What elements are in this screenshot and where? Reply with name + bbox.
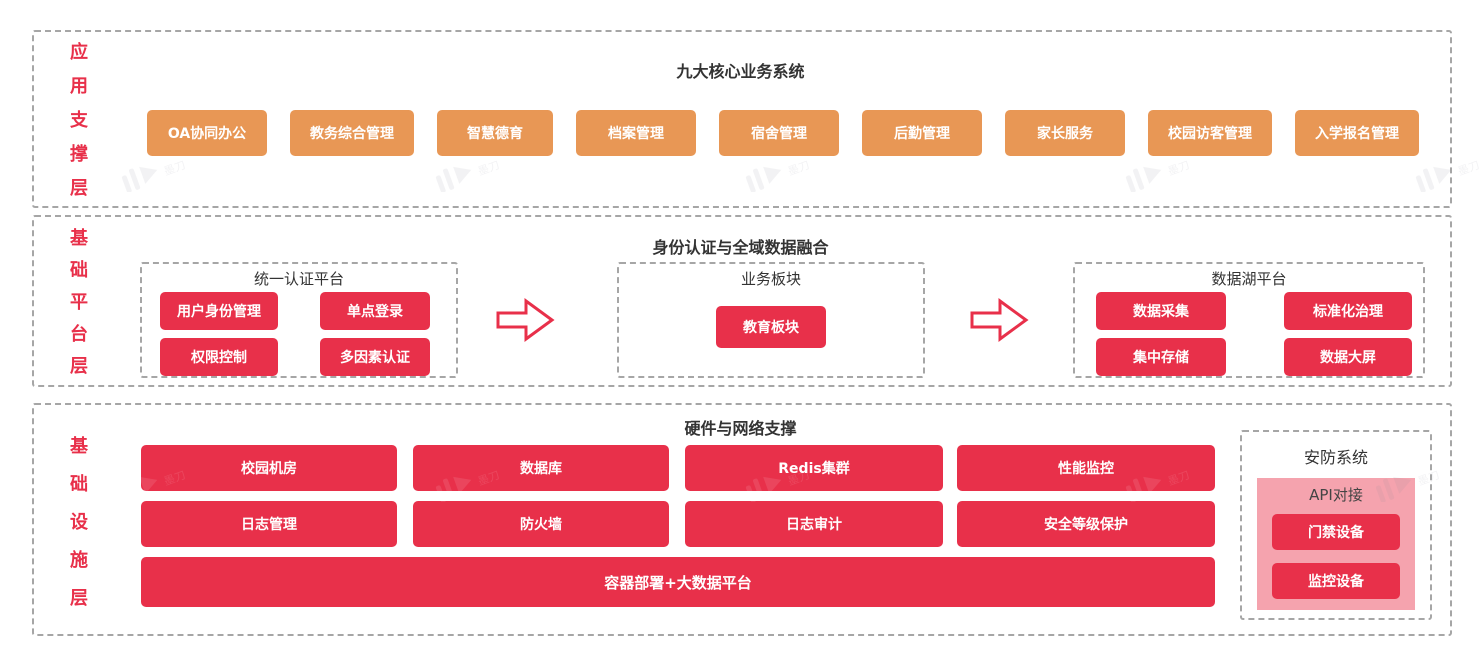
layer-label-infrastructure: 基 础 设 施 层 xyxy=(58,438,100,628)
infra-box-campus-server-room[interactable]: 校园机房 xyxy=(141,445,397,491)
infra-box-log-audit[interactable]: 日志审计 xyxy=(685,501,943,547)
infra-box-log-management[interactable]: 日志管理 xyxy=(141,501,397,547)
layer-label-char: 层 xyxy=(70,356,88,377)
infra-box-redis-cluster[interactable]: Redis集群 xyxy=(685,445,943,491)
layer-label-char: 用 xyxy=(70,76,88,97)
auth-box-user-identity[interactable]: 用户身份管理 xyxy=(160,292,278,330)
layer-title-application-support: 九大核心业务系统 xyxy=(676,62,805,81)
panel-unified-auth-platform xyxy=(140,262,458,378)
infra-box-container-bigdata-platform[interactable]: 容器部署+大数据平台 xyxy=(141,557,1215,607)
infra-box-security-level-protection[interactable]: 安全等级保护 xyxy=(957,501,1215,547)
right-arrow-icon xyxy=(494,296,556,344)
layer-label-char: 基 xyxy=(70,228,88,249)
panel-title-data-lake-platform: 数据湖平台 xyxy=(1211,270,1287,288)
panel-title-business-sector: 业务板块 xyxy=(740,270,801,288)
app-system-box-parent-service[interactable]: 家长服务 xyxy=(1005,110,1125,156)
security-box-access-control-device[interactable]: 门禁设备 xyxy=(1272,514,1400,550)
layer-label-char: 础 xyxy=(70,474,88,495)
lake-box-standardized-governance[interactable]: 标准化治理 xyxy=(1284,292,1412,330)
layer-label-char: 层 xyxy=(70,178,88,199)
app-system-box-academic[interactable]: 教务综合管理 xyxy=(290,110,414,156)
auth-box-single-sign-on[interactable]: 单点登录 xyxy=(320,292,430,330)
layer-label-char: 层 xyxy=(70,588,88,609)
layer-label-char: 设 xyxy=(70,512,88,533)
app-system-box-logistics[interactable]: 后勤管理 xyxy=(862,110,982,156)
layer-label-application-support: 应 用 支 撑 层 xyxy=(58,44,100,214)
app-system-box-dormitory[interactable]: 宿舍管理 xyxy=(719,110,839,156)
app-system-box-oa[interactable]: OA协同办公 xyxy=(147,110,267,156)
app-system-box-enrollment[interactable]: 入学报名管理 xyxy=(1295,110,1419,156)
panel-data-lake-platform xyxy=(1073,262,1425,378)
panel-title-security-system: 安防系统 xyxy=(1303,448,1368,467)
lake-box-data-dashboard[interactable]: 数据大屏 xyxy=(1284,338,1412,376)
right-arrow-icon xyxy=(968,296,1030,344)
layer-label-char: 基 xyxy=(70,436,88,457)
layer-label-char: 础 xyxy=(70,260,88,281)
security-box-surveillance-device[interactable]: 监控设备 xyxy=(1272,563,1400,599)
app-system-box-moral-education[interactable]: 智慧德育 xyxy=(437,110,553,156)
svg-text:墨刀: 墨刀 xyxy=(1456,158,1481,178)
layer-label-char: 施 xyxy=(70,550,88,571)
layer-label-char: 应 xyxy=(70,42,88,63)
lake-box-data-collection[interactable]: 数据采集 xyxy=(1096,292,1226,330)
panel-business-sector xyxy=(617,262,925,378)
panel-security-system xyxy=(1240,430,1432,620)
layer-label-char: 平 xyxy=(70,292,88,313)
app-system-box-visitor[interactable]: 校园访客管理 xyxy=(1148,110,1272,156)
layer-label-char: 撑 xyxy=(70,144,88,165)
infra-box-firewall[interactable]: 防火墙 xyxy=(413,501,669,547)
infra-box-performance-monitoring[interactable]: 性能监控 xyxy=(957,445,1215,491)
panel-title-unified-auth-platform: 统一认证平台 xyxy=(253,270,344,288)
app-system-box-archive[interactable]: 档案管理 xyxy=(576,110,696,156)
auth-box-mfa[interactable]: 多因素认证 xyxy=(320,338,430,376)
layer-label-base-platform: 基 础 平 台 层 xyxy=(58,230,100,390)
api-integration-label: API对接 xyxy=(1309,486,1363,504)
auth-box-permission-control[interactable]: 权限控制 xyxy=(160,338,278,376)
infra-box-database[interactable]: 数据库 xyxy=(413,445,669,491)
layer-label-char: 台 xyxy=(70,324,88,345)
lake-box-centralized-storage[interactable]: 集中存储 xyxy=(1096,338,1226,376)
layer-label-char: 支 xyxy=(70,110,88,131)
layer-title-base-platform: 身份认证与全域数据融合 xyxy=(652,238,829,257)
business-box-education-sector[interactable]: 教育板块 xyxy=(716,306,826,348)
layer-title-infrastructure: 硬件与网络支撑 xyxy=(684,419,797,438)
